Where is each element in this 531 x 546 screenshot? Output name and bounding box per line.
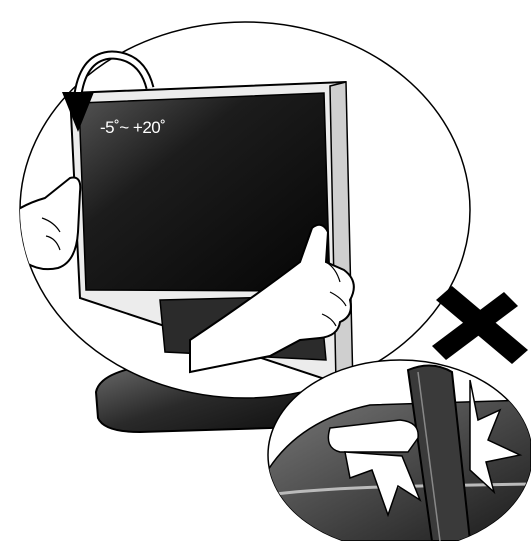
tilt-range-label: -5˚~ +20˚: [100, 118, 165, 138]
cross-icon: [432, 286, 528, 364]
main-tilt-view: [0, 22, 470, 398]
